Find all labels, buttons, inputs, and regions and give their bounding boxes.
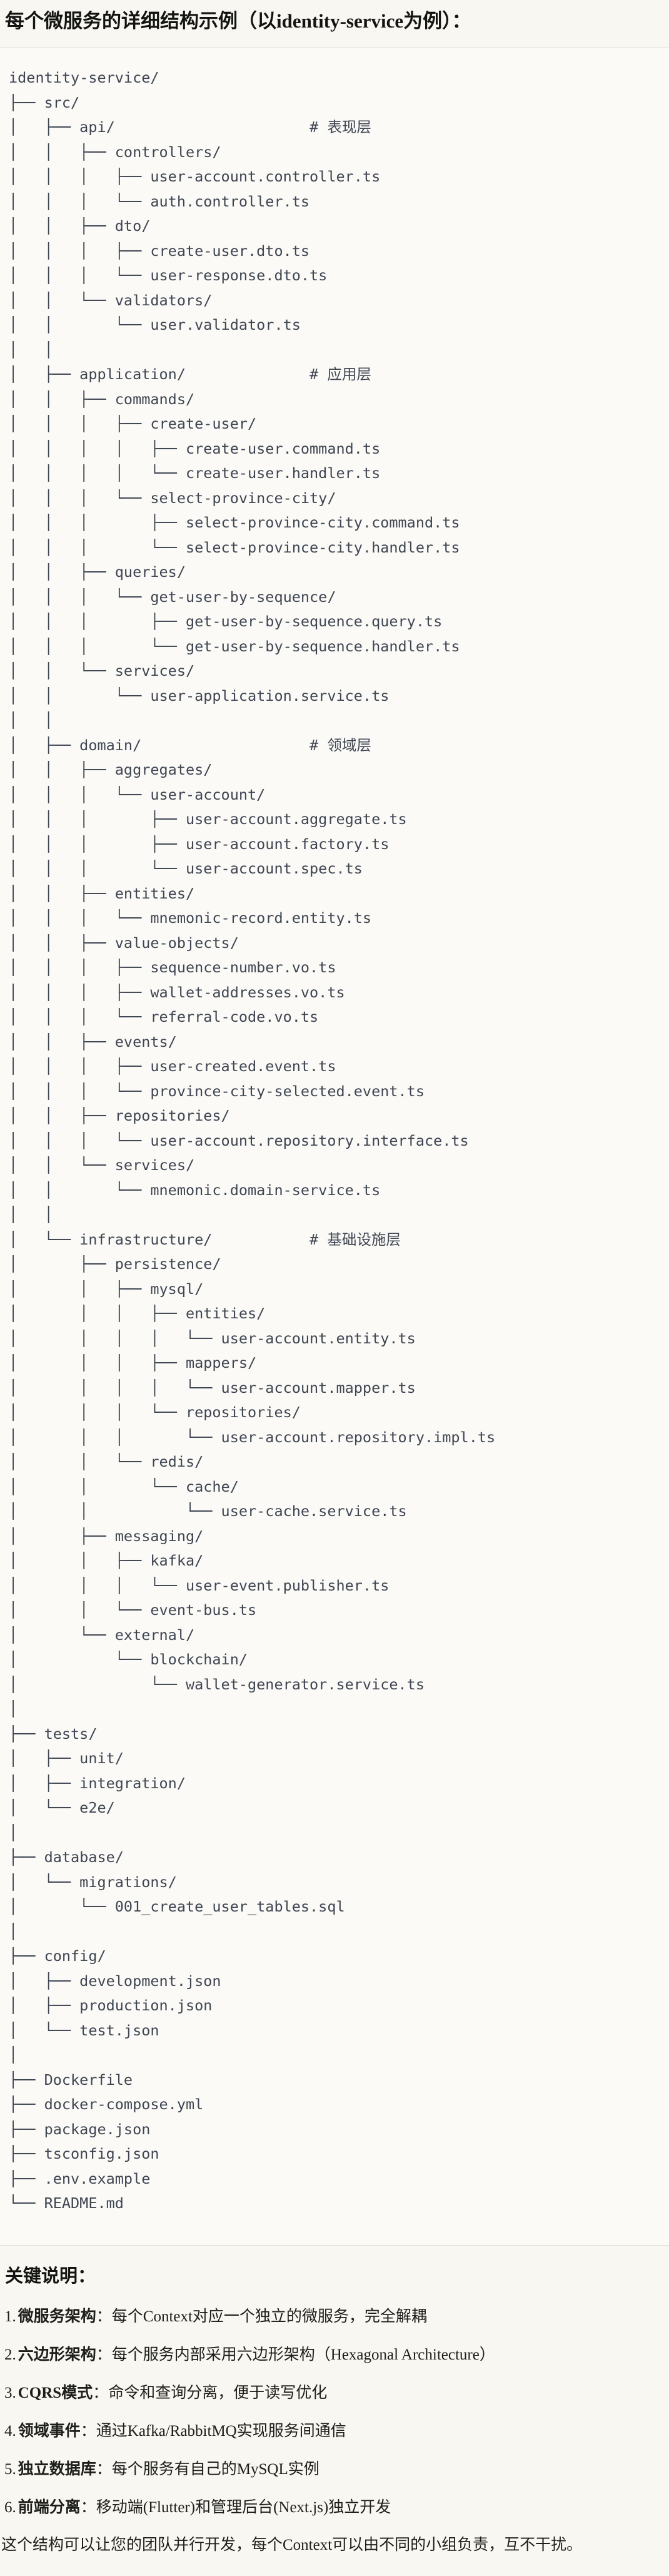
note-text: ：每个服务有自己的MySQL实例: [96, 2460, 319, 2478]
note-label: 独立数据库: [18, 2460, 96, 2478]
note-text: ：移动端(Flutter)和管理后台(Next.js)独立开发: [80, 2498, 391, 2516]
note-item: 4.领域事件：通过Kafka/RabbitMQ实现服务间通信: [4, 2421, 663, 2441]
directory-tree: identity-service/ ├── src/ │ ├── api/ # …: [9, 69, 496, 2212]
code-block: identity-service/ ├── src/ │ ├── api/ # …: [0, 48, 669, 2246]
note-label: 领域事件: [18, 2422, 81, 2440]
key-notes-section: 关键说明： 1.微服务架构：每个Context对应一个独立的微服务，完全解耦 2…: [0, 2264, 669, 2555]
note-text: ：每个Context对应一个独立的微服务，完全解耦: [96, 2308, 427, 2325]
note-number: 1.: [4, 2308, 16, 2325]
note-item: 6.前端分离：移动端(Flutter)和管理后台(Next.js)独立开发: [4, 2498, 663, 2517]
note-number: 3.: [4, 2384, 16, 2401]
page-title: 每个微服务的详细结构示例（以identity-service为例）：: [5, 10, 471, 32]
note-number: 4.: [4, 2422, 16, 2440]
note-text: ：命令和查询分离，便于读写优化: [93, 2384, 328, 2401]
note-label: 前端分离: [18, 2498, 81, 2516]
note-label: CQRS模式: [18, 2384, 93, 2401]
note-label: 微服务架构: [18, 2308, 96, 2325]
note-text: ：每个服务内部采用六边形架构（Hexagonal Architecture）: [96, 2346, 495, 2363]
note-number: 2.: [4, 2346, 16, 2363]
notes-heading: 关键说明：: [5, 2266, 96, 2286]
note-label: 六边形架构: [18, 2346, 96, 2363]
note-item: 3.CQRS模式：命令和查询分离，便于读写优化: [4, 2383, 663, 2403]
note-number: 5.: [4, 2460, 16, 2478]
note-item: 5.独立数据库：每个服务有自己的MySQL实例: [4, 2460, 663, 2479]
note-text: ：通过Kafka/RabbitMQ实现服务间通信: [80, 2422, 346, 2440]
note-item: 2.六边形架构：每个服务内部采用六边形架构（Hexagonal Architec…: [4, 2345, 663, 2365]
note-item: 1.微服务架构：每个Context对应一个独立的微服务，完全解耦: [4, 2307, 663, 2326]
footer-paragraph: 这个结构可以让您的团队并行开发，每个Context可以由不同的小组负责，互不干扰…: [1, 2536, 583, 2553]
note-number: 6.: [4, 2498, 16, 2516]
